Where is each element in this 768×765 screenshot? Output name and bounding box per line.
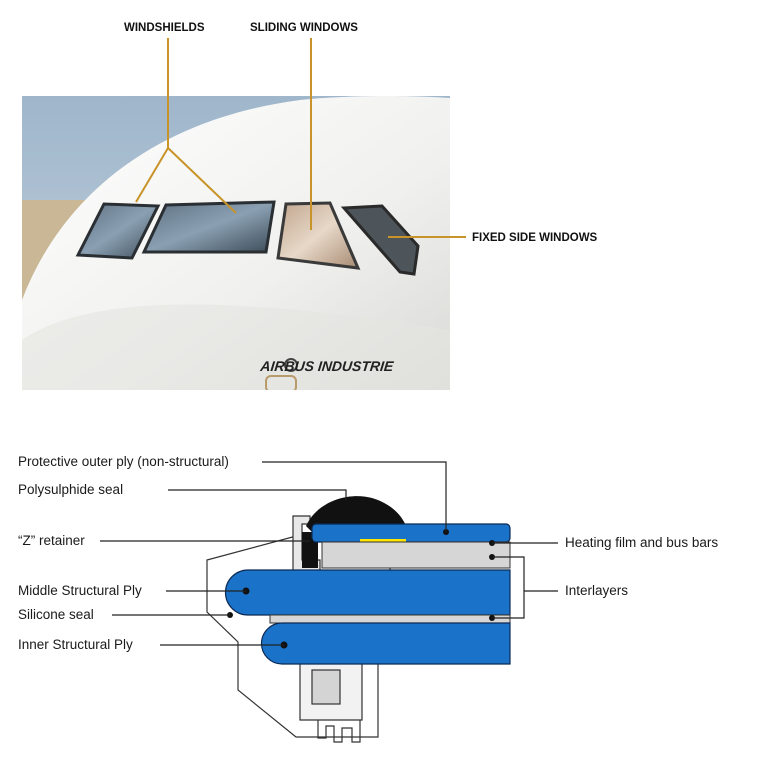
label-inner-structural-ply: Inner Structural Ply: [18, 637, 133, 652]
nose-hatch: [265, 375, 297, 390]
brand-text: AIRBUS INDUSTRIE: [259, 358, 395, 374]
fuselage-shadow: [22, 304, 450, 390]
callout-fixed-side-windows: FIXED SIDE WINDOWS: [472, 232, 598, 244]
label-protective-outer-ply: Protective outer ply (non-structural): [18, 454, 229, 469]
bracket-feet: [317, 720, 361, 743]
label-interlayers: Interlayers: [565, 583, 628, 598]
middle-ply: [224, 569, 511, 616]
windshield-right: [141, 200, 276, 254]
label-middle-structural-ply: Middle Structural Ply: [18, 583, 142, 598]
photo-callouts: WINDSHIELDS SLIDING WINDOWS FIXED SIDE W…: [124, 22, 598, 244]
outer-ply: [311, 523, 511, 543]
interlayer-top: [321, 541, 511, 569]
callout-windshields: WINDSHIELDS: [124, 22, 205, 34]
callout-sliding-windows: SLIDING WINDOWS: [250, 22, 358, 34]
logo-mark-icon: [284, 358, 298, 372]
label-z-retainer: “Z” retainer: [18, 533, 85, 548]
sliding-window: [276, 201, 361, 270]
label-heating-film: Heating film and bus bars: [565, 535, 718, 550]
polysulphide-seal-shape: [306, 496, 406, 532]
aircraft-nose-photo: AIRBUS INDUSTRIE: [22, 96, 450, 390]
windshield-cross-section: Protective outer ply (non-structural) Po…: [18, 454, 718, 743]
bracket-window: [311, 669, 341, 705]
leader-lines: [135, 38, 466, 238]
interlayer-bottom: [269, 614, 511, 624]
label-silicone-seal: Silicone seal: [18, 607, 94, 622]
fixed-side-window: [340, 204, 420, 276]
windshield-left: [75, 202, 161, 260]
section-leader-lines: [100, 461, 558, 646]
label-polysulphide-seal: Polysulphide seal: [18, 482, 123, 497]
inner-ply: [260, 622, 511, 665]
